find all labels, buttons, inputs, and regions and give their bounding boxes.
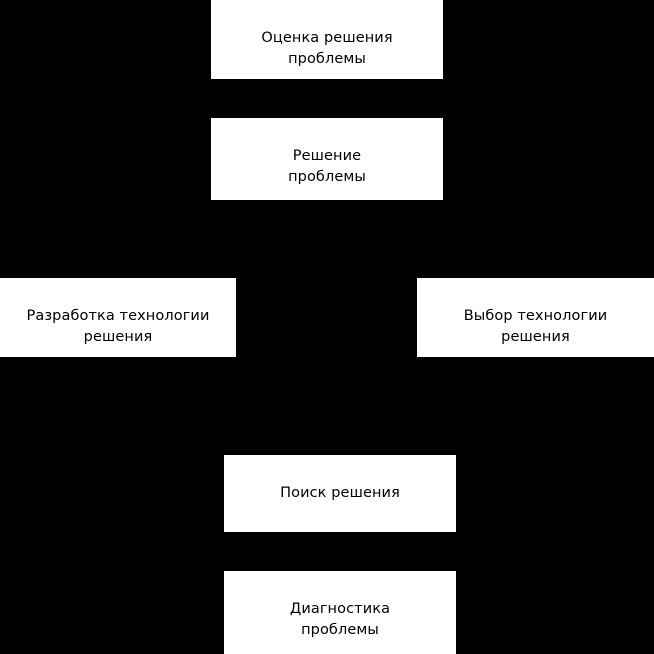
node-diagnostics-label: Диагностика проблемы bbox=[289, 601, 391, 638]
node-evaluation[interactable]: Оценка решения проблемы bbox=[211, 0, 443, 79]
node-search-solution-label: Поиск решения bbox=[280, 485, 400, 501]
node-develop-technology-label: Разработка технологии решения bbox=[26, 308, 210, 345]
node-develop-technology[interactable]: Разработка технологии решения bbox=[0, 278, 236, 357]
node-solution-label: Решение проблемы bbox=[288, 148, 366, 185]
node-choose-technology-label: Выбор технологии решения bbox=[463, 308, 608, 345]
node-evaluation-label: Оценка решения проблемы bbox=[261, 30, 393, 67]
node-diagnostics[interactable]: Диагностика проблемы bbox=[224, 571, 456, 654]
node-search-solution[interactable]: Поиск решения bbox=[224, 455, 456, 532]
node-solution[interactable]: Решение проблемы bbox=[211, 118, 443, 200]
node-choose-technology[interactable]: Выбор технологии решения bbox=[417, 278, 654, 357]
